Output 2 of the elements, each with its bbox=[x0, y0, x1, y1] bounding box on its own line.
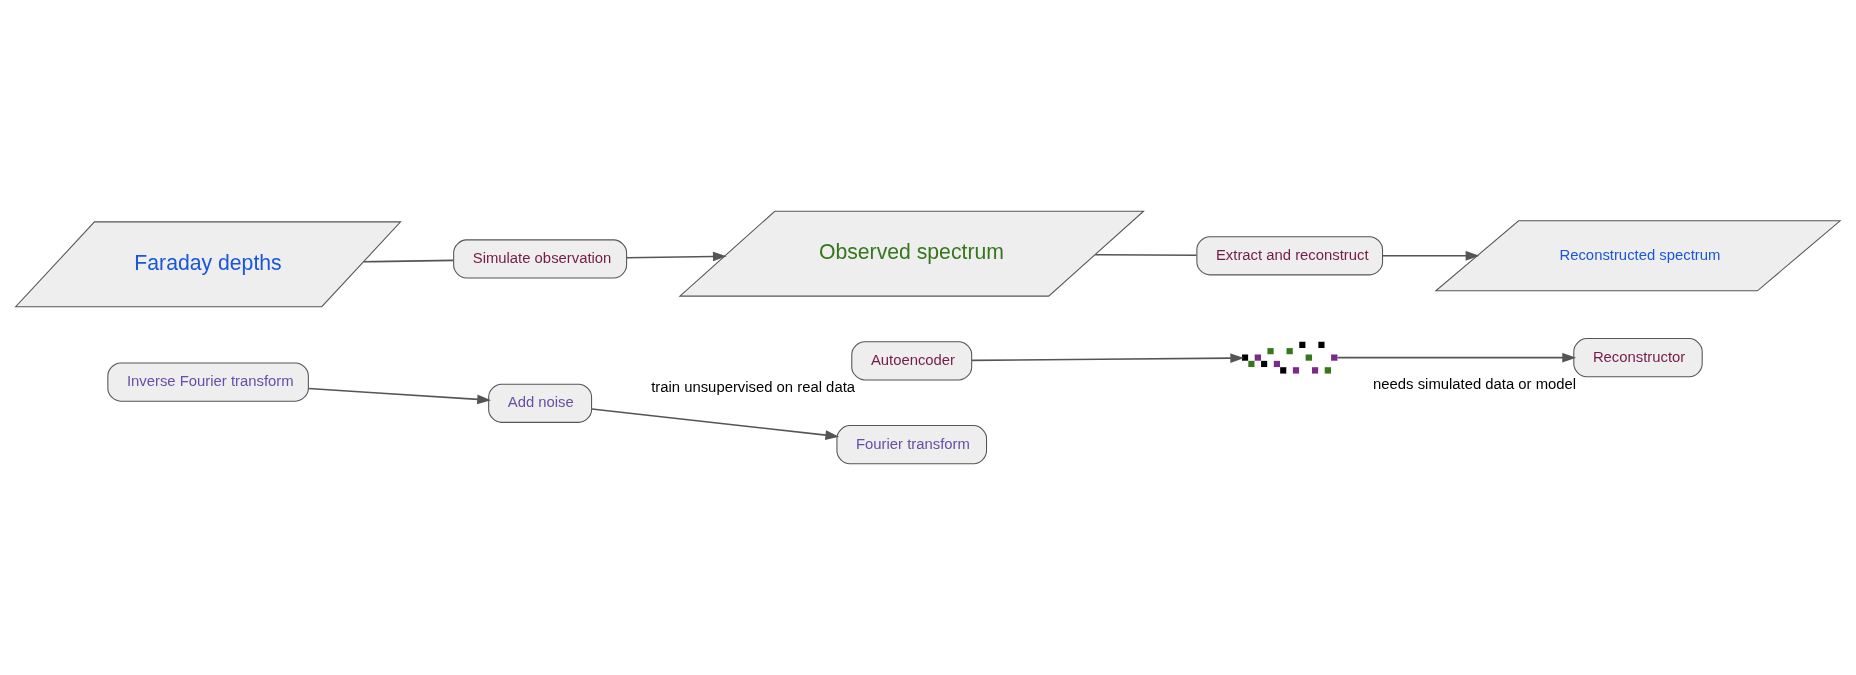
node-label: train unsupervised on real data bbox=[651, 378, 856, 395]
node-label: needs simulated data or model bbox=[1373, 375, 1577, 392]
